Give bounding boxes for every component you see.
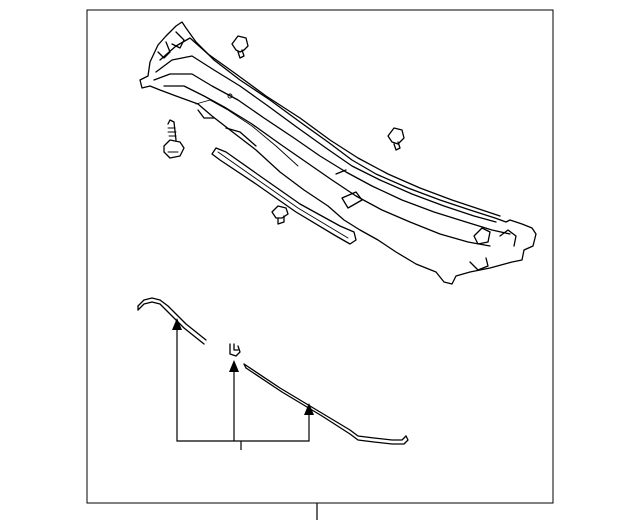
clip-lower (243, 363, 409, 445)
hood-seal-strip (137, 297, 207, 345)
push-pin-retainer (271, 205, 289, 225)
small-clip (229, 343, 241, 357)
cowl-seal-strip (211, 147, 357, 245)
diagram-frame (86, 9, 554, 504)
bolt-fastener (163, 119, 185, 159)
callout-arrow-right (304, 403, 314, 415)
clip-mid (387, 127, 405, 151)
clip-upper (231, 35, 249, 59)
callout-arrow-left (172, 318, 182, 330)
callout-arrow-middle (229, 360, 239, 372)
cowl-top-panel (139, 21, 537, 285)
seal-group-callout (172, 318, 314, 450)
